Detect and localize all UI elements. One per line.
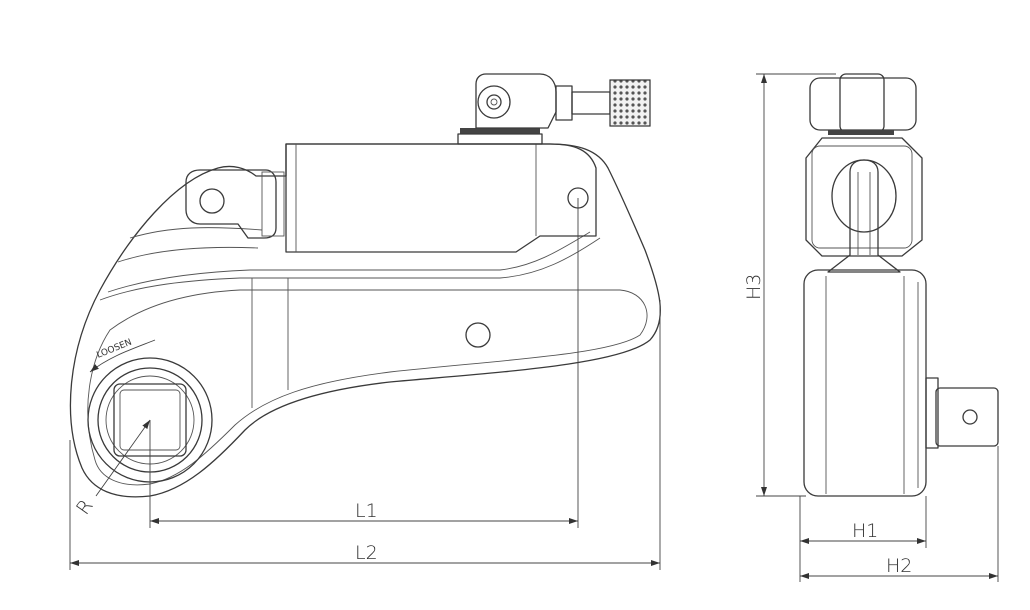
swivel-knob-outer bbox=[477, 85, 511, 119]
radius-leader bbox=[95, 419, 151, 497]
loosen-arrow bbox=[89, 339, 156, 373]
swivel-neck bbox=[555, 85, 573, 121]
side-view: LOOSEN R L1 L2 bbox=[69, 73, 661, 570]
swivel-base bbox=[457, 133, 543, 145]
end-drive-flange bbox=[925, 377, 939, 449]
coupler-nut bbox=[571, 91, 611, 115]
housing-edge-curve-2 bbox=[129, 227, 263, 239]
h3-label: H3 bbox=[743, 274, 765, 300]
rod-collar bbox=[261, 171, 285, 237]
end-upper-housing bbox=[805, 137, 923, 257]
swivel-block bbox=[475, 73, 557, 129]
cylinder-body bbox=[285, 143, 597, 253]
end-drive-square bbox=[935, 387, 999, 447]
housing-bolt-hole bbox=[465, 322, 491, 348]
end-cap-top bbox=[809, 77, 917, 131]
piston-rod-end bbox=[185, 169, 277, 239]
end-view: H3 H1 H2 bbox=[743, 73, 999, 582]
housing-outline bbox=[69, 143, 661, 498]
housing-rib-upper bbox=[99, 237, 601, 301]
swivel-knob-center bbox=[490, 98, 498, 106]
h2-label: H2 bbox=[886, 555, 912, 577]
h1-label: H1 bbox=[852, 520, 878, 542]
end-cap-base bbox=[828, 130, 894, 135]
end-drive-hole bbox=[962, 409, 978, 425]
swivel-knob-inner bbox=[486, 94, 502, 110]
l1-label: L1 bbox=[355, 500, 378, 522]
loosen-label: LOOSEN bbox=[95, 338, 133, 361]
end-cap-center bbox=[839, 73, 885, 133]
end-lower-body bbox=[803, 269, 927, 497]
coupler-knurl bbox=[609, 79, 651, 127]
l2-label: L2 bbox=[355, 542, 378, 564]
end-cylinder-bore bbox=[831, 159, 897, 233]
radius-label: R bbox=[72, 495, 98, 518]
end-arm bbox=[827, 159, 901, 273]
housing-rib-lower bbox=[107, 231, 591, 293]
housing-inner-lower bbox=[87, 289, 648, 486]
housing-edge-curve bbox=[117, 246, 259, 263]
end-upper-rim bbox=[811, 145, 913, 249]
rod-pin-hole bbox=[199, 188, 225, 214]
swivel-base-plate bbox=[460, 128, 540, 134]
